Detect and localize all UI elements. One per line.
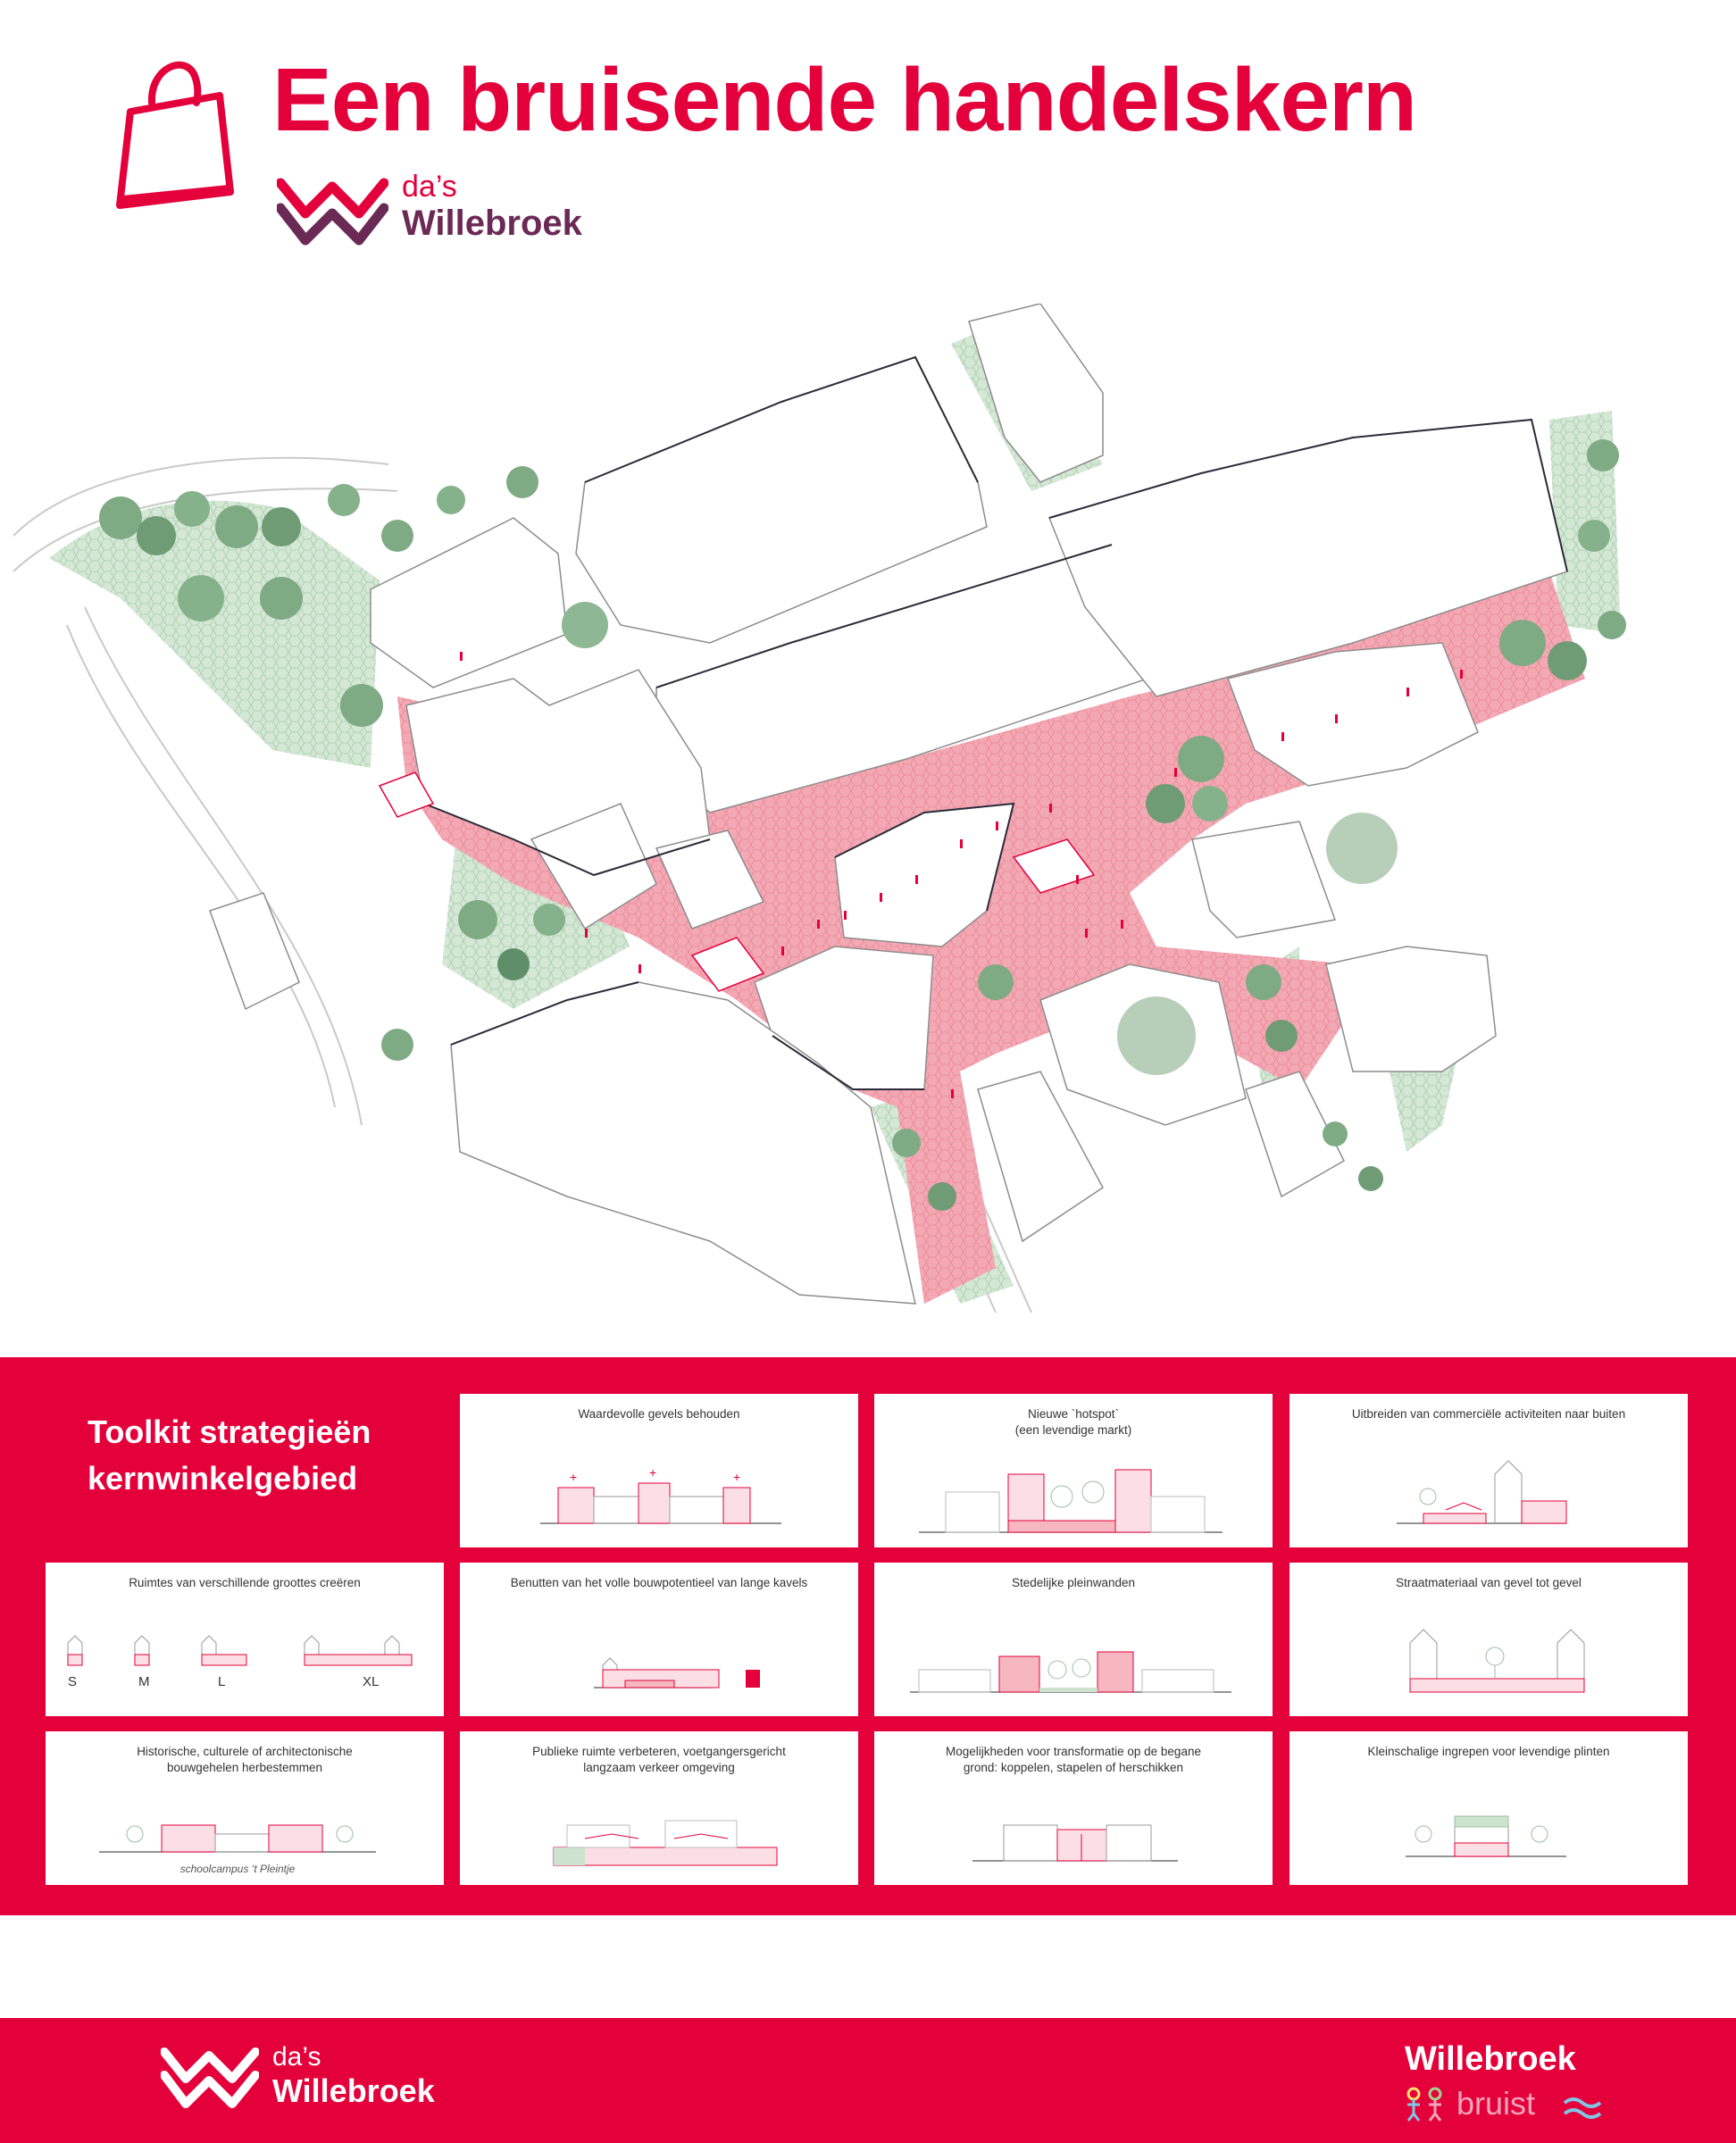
strategy-card-publieke-ruimte: Publieke ruimte verbeteren, voetgangersg… <box>460 1731 858 1885</box>
waves-icon <box>1563 2097 1602 2119</box>
svg-text:+: + <box>733 1470 740 1484</box>
buildings <box>209 304 1568 1305</box>
card-title-line1: Historische, culturele of architectonisc… <box>137 1745 353 1758</box>
footer-band <box>0 2018 1736 2143</box>
card-title-line2: grond: koppelen, stapelen of herschikken <box>963 1761 1184 1774</box>
brand-name: Willebroek <box>1405 2040 1576 2078</box>
logo-das-text: da’s <box>402 170 457 204</box>
card-title: Straatmateriaal van gevel tot gevel <box>1396 1576 1582 1589</box>
svg-text:+: + <box>649 1465 656 1480</box>
shopping-bag-icon <box>116 61 234 209</box>
unit-sizes-sketch: S M L XL <box>67 1635 413 1689</box>
size-label-s: S <box>68 1674 77 1689</box>
strategy-card-groottes: Ruimtes van verschillende groottes creër… <box>46 1563 444 1716</box>
people <box>460 652 1463 1098</box>
card-title: Stedelijke pleinwanden <box>1011 1576 1136 1589</box>
card-title-line1: Mogelijkheden voor transformatie op de b… <box>946 1745 1201 1758</box>
page-title: Een bruisende handelskern <box>272 50 1417 150</box>
card-title-line1: Nieuwe `hotspot` <box>1027 1407 1120 1421</box>
terrace-sketch <box>1397 1460 1567 1524</box>
building-outlines <box>423 355 1568 1090</box>
strategy-card-buiten: Uitbreiden van commerciële activiteiten … <box>1289 1394 1688 1547</box>
market-sketch <box>919 1469 1223 1533</box>
strategy-card-pleinwanden: Stedelijke pleinwanden <box>874 1563 1273 1716</box>
card-title: Nieuwe `hotspot` (een levendige markt) <box>883 1406 1264 1438</box>
willebroek-w-icon <box>161 2047 259 2108</box>
footer-logo-das: da’s <box>272 2042 321 2072</box>
card-title: Historische, culturele of architectonisc… <box>54 1744 435 1776</box>
card-title: Mogelijkheden voor transformatie op de b… <box>883 1744 1264 1776</box>
street-material-sketch <box>1409 1629 1585 1693</box>
people-icon <box>1406 2087 1442 2122</box>
square-walls-sketch <box>910 1651 1231 1693</box>
size-label-m: M <box>138 1674 150 1689</box>
card-title-line1: Publieke ruimte verbeteren, voetgangersg… <box>532 1745 786 1758</box>
brand-tagline: bruist <box>1456 2085 1536 2122</box>
facade-sketch: + + + <box>540 1465 781 1524</box>
strategy-card-straatmateriaal: Straatmateriaal van gevel tot gevel <box>1289 1563 1688 1716</box>
market-stalls <box>378 771 1096 992</box>
size-label-l: L <box>218 1674 225 1689</box>
ground-floor-sketch <box>972 1824 1178 1862</box>
willebroek-w-icon <box>277 178 388 246</box>
toolkit-title-line2: kernwinkelgebied <box>88 1460 358 1497</box>
card-caption: schoolcampus ‘t Pleintje <box>180 1863 296 1875</box>
toolkit-title-line1: Toolkit strategieën <box>88 1413 371 1450</box>
card-title: Benutten van het volle bouwpotentieel va… <box>510 1576 808 1589</box>
logo-name-text: Willebroek <box>402 204 582 243</box>
svg-text:+: + <box>570 1470 577 1484</box>
axonometric-site-map <box>13 304 1626 1313</box>
card-title: Ruimtes van verschillende groottes creër… <box>129 1576 361 1589</box>
strategy-card-gevels: Waardevolle gevels behouden + + + <box>460 1394 858 1547</box>
school-reuse-sketch: schoolcampus ‘t Pleintje <box>99 1824 376 1875</box>
card-title-line2: bouwgehelen herbestemmen <box>166 1761 323 1774</box>
strategy-card-hotspot: Nieuwe `hotspot` (een levendige markt) <box>874 1394 1273 1547</box>
card-title: Uitbreiden van commerciële activiteiten … <box>1351 1407 1626 1421</box>
toolkit-title: Toolkit strategieën kernwinkelgebied <box>88 1409 445 1502</box>
strategy-card-herbestemmen: Historische, culturele of architectonisc… <box>46 1731 444 1885</box>
willebroek-bruist-logo: Willebroek bruist <box>1398 2040 1612 2130</box>
card-title: Kleinschalige ingrepen voor levendige pl… <box>1367 1745 1610 1758</box>
footer-logo-name: Willebroek <box>272 2072 435 2109</box>
size-label-xl: XL <box>363 1674 379 1689</box>
plinth-sketch <box>1406 1815 1566 1857</box>
card-title-line2: langzaam verkeer omgeving <box>583 1761 735 1774</box>
strategy-card-kavels: Benutten van het volle bouwpotentieel va… <box>460 1563 858 1716</box>
card-title: Publieke ruimte verbeteren, voetgangersg… <box>469 1744 849 1776</box>
footer-willebroek-logo: da’s Willebroek <box>161 2040 482 2121</box>
card-title-line2: (een levendige markt) <box>1014 1423 1132 1437</box>
card-title: Waardevolle gevels behouden <box>578 1407 740 1421</box>
long-plot-sketch <box>594 1657 760 1689</box>
public-space-sketch <box>553 1820 778 1866</box>
trees <box>99 439 1626 1211</box>
strategy-card-transformatie: Mogelijkheden voor transformatie op de b… <box>874 1731 1273 1885</box>
willebroek-logo: da’s Willebroek <box>277 170 634 254</box>
strategy-card-plinten: Kleinschalige ingrepen voor levendige pl… <box>1289 1731 1688 1885</box>
